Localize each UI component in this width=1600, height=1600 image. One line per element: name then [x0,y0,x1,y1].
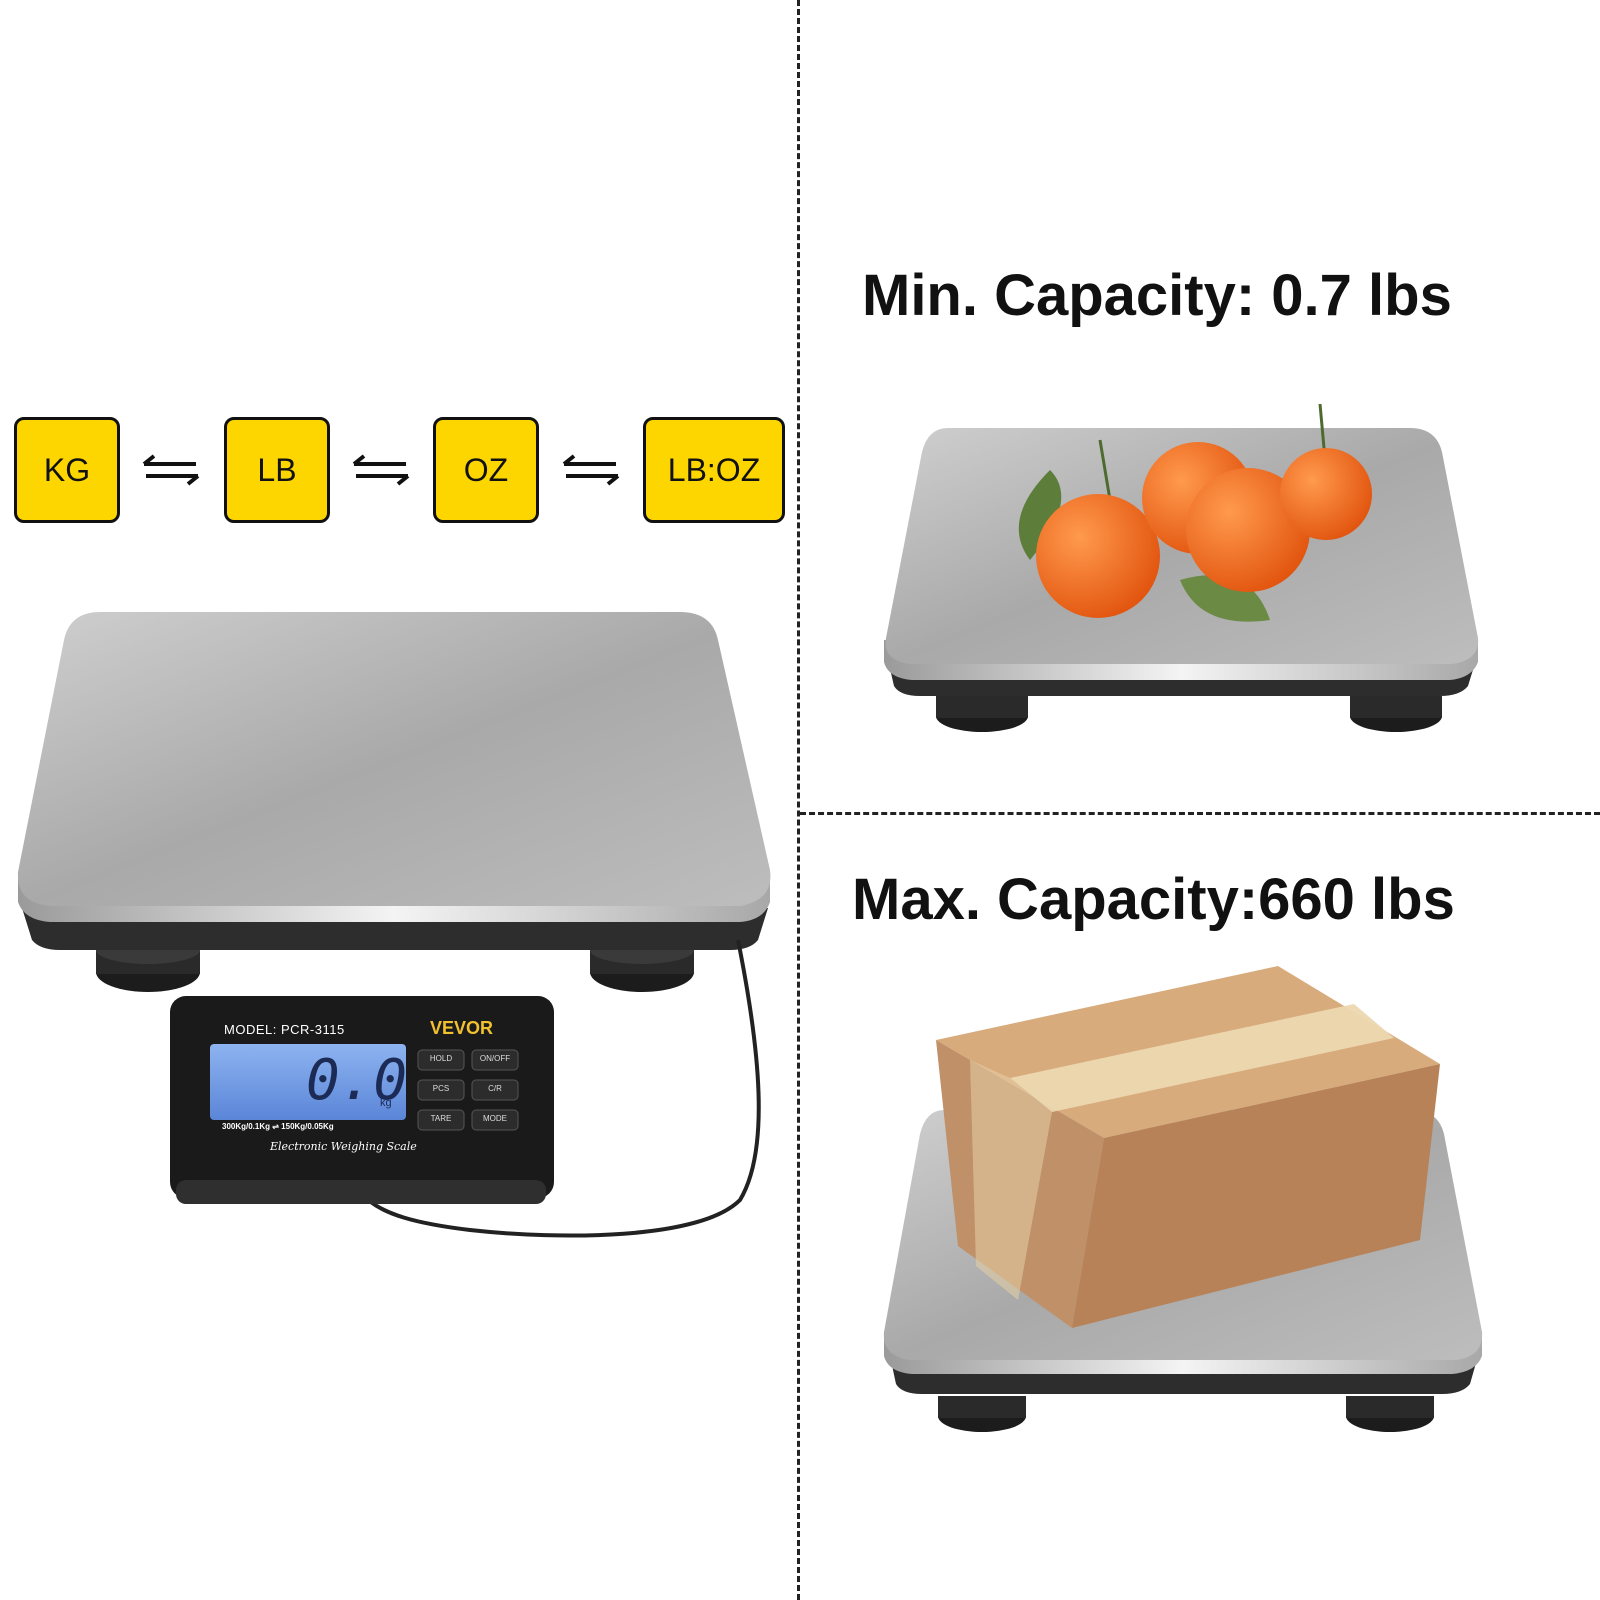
on-off-button[interactable]: ON/OFF [479,1054,511,1063]
model-label: MODEL: PCR-3115 [224,1022,345,1037]
orange [1280,448,1372,540]
min-capacity-title: Min. Capacity: 0.7 lbs [862,263,1452,328]
max-capacity-title: Max. Capacity:660 lbs [852,867,1455,932]
scale-with-oranges [884,403,1479,732]
scale-with-box [883,966,1483,1432]
swap-arrow-icon [562,454,620,486]
swap-arrow-icon [142,454,200,486]
lcd-unit: kg [380,1097,392,1109]
unit-lb: LB [224,417,330,523]
hold-button[interactable]: HOLD [429,1054,453,1063]
orange [1186,468,1310,592]
tare-button[interactable]: TARE [430,1114,452,1123]
swap-arrow-icon [352,454,410,486]
brand-logo: VEVOR [430,1018,494,1038]
unit-oz: OZ [433,417,539,523]
range-label: 300Kg/0.1Kg ⇌ 150Kg/0.05Kg [222,1122,334,1131]
pcs-button[interactable]: PCS [432,1084,450,1093]
cr-button[interactable]: C/R [488,1084,502,1093]
cardboard-box [936,966,1440,1328]
unit-kg: KG [14,417,120,523]
orange [1036,494,1160,618]
horizontal-divider [800,812,1600,815]
vertical-divider [797,0,800,1600]
scale-caption: Electronic Weighing Scale [270,1140,417,1153]
large-scale [17,612,771,992]
unit-lb-oz: LB:OZ [643,417,785,523]
lcd-value: 0.0 [306,1048,408,1113]
cable [360,939,761,1238]
weight-indicator [170,996,554,1204]
mode-button[interactable]: MODE [483,1114,507,1123]
